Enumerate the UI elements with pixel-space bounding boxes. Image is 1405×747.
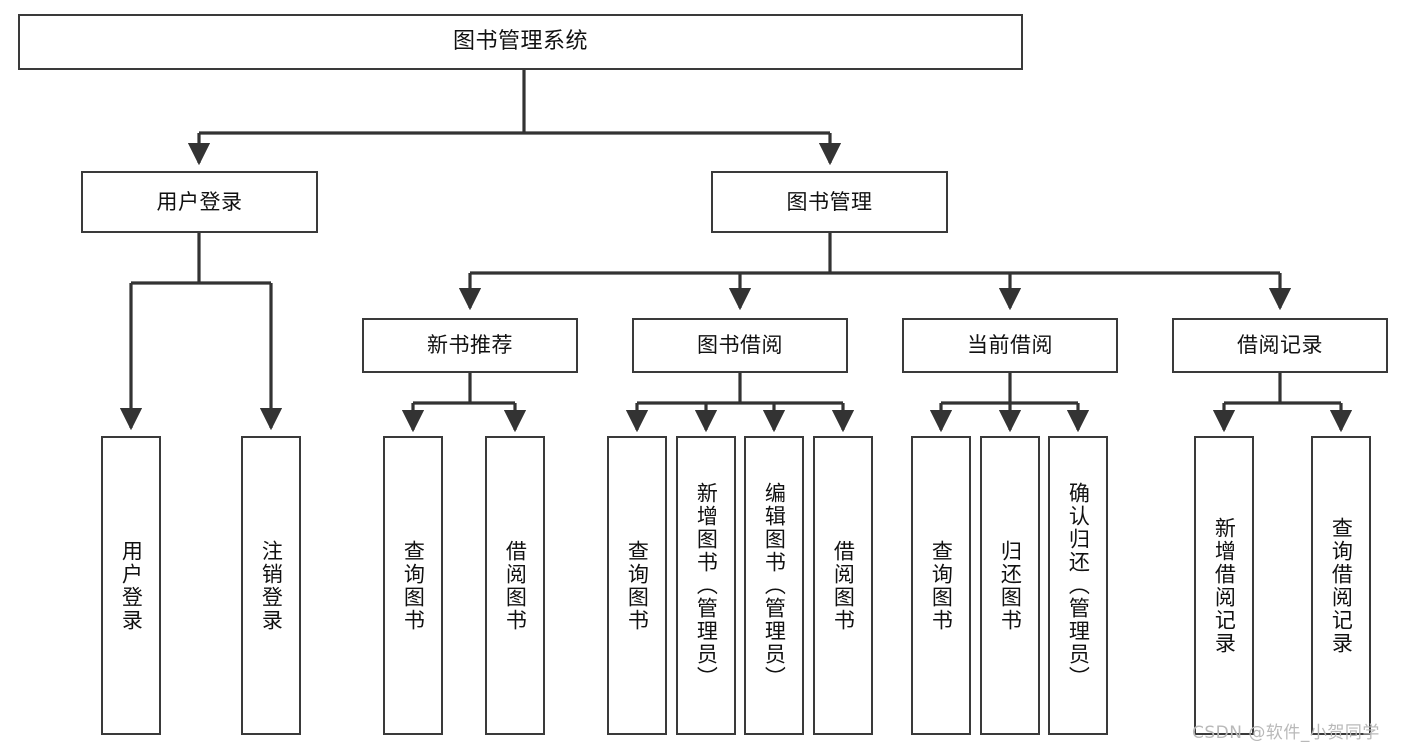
leaf-borrow-book-1[interactable]: 借阅图书 [485, 436, 545, 735]
leaf-user-login-label: 用户登录 [119, 539, 144, 632]
leaf-query-book-1[interactable]: 查询图书 [383, 436, 443, 735]
leaf-query-book-2-label: 查询图书 [625, 539, 650, 632]
leaf-edit-book[interactable]: 编辑图书（管理员） [744, 436, 804, 735]
leaf-add-record[interactable]: 新增借阅记录 [1194, 436, 1254, 735]
leaf-query-book-3-label: 查询图书 [929, 539, 954, 632]
leaf-add-book[interactable]: 新增图书（管理员） [676, 436, 736, 735]
leaf-borrow-book-1-label: 借阅图书 [503, 539, 528, 632]
leaf-return-book-label: 归还图书 [998, 539, 1023, 632]
leaf-query-record-label: 查询借阅记录 [1329, 516, 1354, 655]
leaf-confirm-return-label: 确认归还（管理员） [1066, 482, 1091, 689]
node-borrow-record-label: 借阅记录 [1237, 333, 1323, 358]
csdn-watermark: CSDN @软件_小贺同学 [1192, 723, 1380, 743]
leaf-query-book-2[interactable]: 查询图书 [607, 436, 667, 735]
node-current-borrow[interactable]: 当前借阅 [902, 318, 1118, 373]
node-book-management[interactable]: 图书管理 [711, 171, 948, 233]
leaf-borrow-book-2[interactable]: 借阅图书 [813, 436, 873, 735]
leaf-user-logout-label: 注销登录 [259, 539, 284, 632]
leaf-add-record-label: 新增借阅记录 [1212, 516, 1237, 655]
leaf-confirm-return[interactable]: 确认归还（管理员） [1048, 436, 1108, 735]
node-user-login[interactable]: 用户登录 [81, 171, 318, 233]
node-current-borrow-label: 当前借阅 [967, 333, 1053, 358]
node-book-management-label: 图书管理 [786, 189, 873, 214]
leaf-user-logout[interactable]: 注销登录 [241, 436, 301, 735]
node-borrow-record[interactable]: 借阅记录 [1172, 318, 1388, 373]
node-new-book-recommend[interactable]: 新书推荐 [362, 318, 578, 373]
leaf-return-book[interactable]: 归还图书 [980, 436, 1040, 735]
node-root[interactable]: 图书管理系统 [18, 14, 1023, 70]
node-new-book-recommend-label: 新书推荐 [427, 333, 513, 358]
node-root-label: 图书管理系统 [452, 29, 588, 55]
leaf-edit-book-label: 编辑图书（管理员） [762, 482, 787, 689]
node-user-login-label: 用户登录 [156, 189, 243, 214]
leaf-borrow-book-2-label: 借阅图书 [831, 539, 856, 632]
node-book-borrow-label: 图书借阅 [697, 333, 783, 358]
node-book-borrow[interactable]: 图书借阅 [632, 318, 848, 373]
leaf-query-book-3[interactable]: 查询图书 [911, 436, 971, 735]
leaf-add-book-label: 新增图书（管理员） [694, 482, 719, 689]
leaf-user-login[interactable]: 用户登录 [101, 436, 161, 735]
leaf-query-record[interactable]: 查询借阅记录 [1311, 436, 1371, 735]
leaf-query-book-1-label: 查询图书 [401, 539, 426, 632]
